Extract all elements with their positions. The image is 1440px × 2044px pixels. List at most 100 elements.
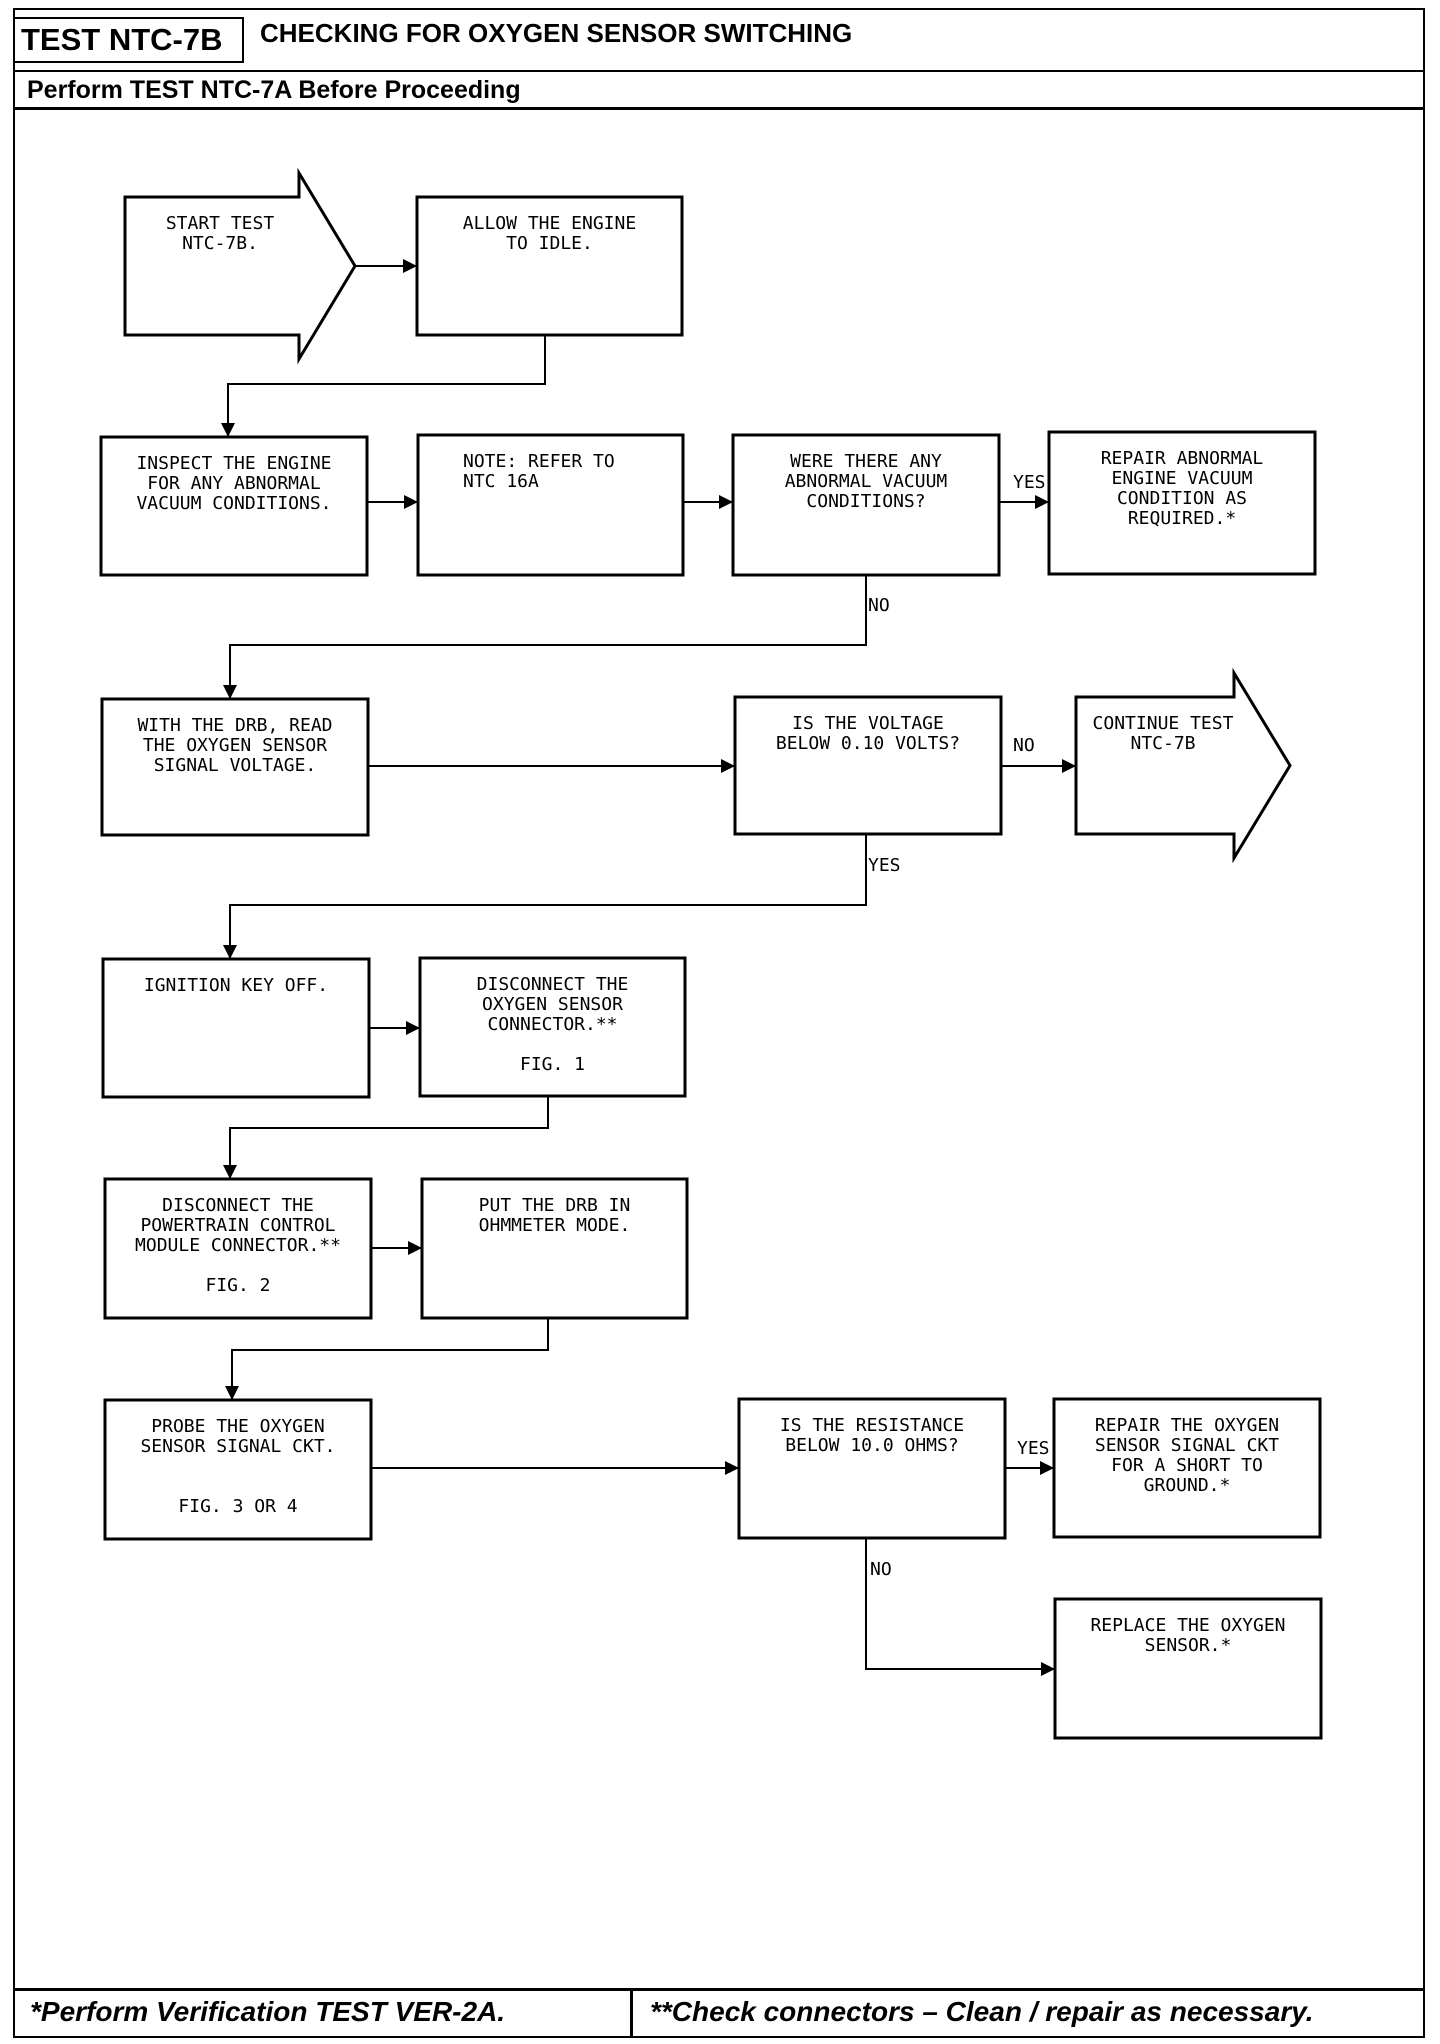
connector-arrow — [223, 834, 867, 959]
node-text-line: FIG. 3 OR 4 — [178, 1496, 297, 1517]
page-title: CHECKING FOR OXYGEN SENSOR SWITCHING — [260, 18, 853, 48]
node-box — [737, 1397, 1007, 1540]
node-text-line: WITH THE DRB, READ — [137, 715, 332, 736]
connector-arrow — [221, 335, 546, 437]
footer-divider — [13, 1988, 1425, 1991]
node-text-line: REQUIRED.* — [1128, 508, 1236, 529]
node-text-line: SIGNAL VOLTAGE. — [154, 755, 317, 776]
node-text-line: NTC-7B — [1130, 733, 1195, 754]
branch-label-no: NO — [870, 1559, 892, 1580]
node-box — [1053, 1597, 1323, 1740]
node-text-line: SENSOR.* — [1145, 1635, 1232, 1656]
node-text-line: POWERTRAIN CONTROL — [140, 1215, 335, 1236]
test-id-box: TEST NTC-7B — [13, 17, 244, 63]
node-box — [415, 195, 684, 337]
node-text-line: ABNORMAL VACUUM — [785, 471, 948, 492]
node-arrow-shape — [123, 167, 357, 365]
page-frame — [13, 8, 1425, 2038]
node-text-line: WERE THERE ANY — [790, 451, 942, 472]
node-box — [731, 433, 1001, 577]
node-text-line: REPAIR THE OXYGEN — [1095, 1415, 1279, 1436]
branch-label-yes: YES — [1017, 1438, 1050, 1459]
node-box — [418, 956, 687, 1098]
node-text-line: CONDITION AS — [1117, 488, 1247, 509]
node-text-line: GROUND.* — [1144, 1475, 1231, 1496]
node-text-line: FOR ANY ABNORMAL — [147, 473, 321, 494]
node-box — [100, 697, 370, 837]
node-text-line: ALLOW THE ENGINE — [463, 213, 636, 234]
node-text-line: CONTINUE TEST — [1093, 713, 1234, 734]
node-box — [101, 957, 371, 1099]
node-text-line: IS THE RESISTANCE — [780, 1415, 964, 1436]
branch-label-yes: YES — [1013, 472, 1046, 493]
node-text-line: TO IDLE. — [506, 233, 593, 254]
node-text-line: FIG. 2 — [205, 1275, 270, 1296]
footer-note-right: **Check connectors – Clean / repair as n… — [650, 1996, 1314, 2027]
branch-label-no: NO — [868, 595, 890, 616]
node-text-line: START TEST — [166, 213, 275, 234]
node-text-line: OHMMETER MODE. — [479, 1215, 631, 1236]
branch-label-no: NO — [1013, 735, 1035, 756]
node-box — [416, 433, 685, 577]
connector-arrow — [225, 1318, 549, 1400]
node-text-line: FIG. 1 — [520, 1054, 585, 1075]
node-text-line: DISCONNECT THE — [162, 1195, 314, 1216]
node-text-line: INSPECT THE ENGINE — [136, 453, 331, 474]
branch-label-yes: YES — [868, 855, 901, 876]
node-box — [420, 1177, 689, 1320]
node-text-line: VACUUM CONDITIONS. — [136, 493, 331, 514]
connector-arrow — [223, 575, 867, 699]
node-text-line: NTC-7B. — [182, 233, 258, 254]
node-text-line: SENSOR SIGNAL CKT — [1095, 1435, 1279, 1456]
node-text-line: MODULE CONNECTOR.** — [135, 1235, 341, 1256]
node-text-line: NTC 16A — [463, 471, 539, 492]
footer-note-left: *Perform Verification TEST VER-2A. — [30, 1996, 506, 2027]
node-text-line: PUT THE DRB IN — [479, 1195, 631, 1216]
node-text-line: REPAIR ABNORMAL — [1101, 448, 1264, 469]
node-text-line: OXYGEN SENSOR — [482, 994, 623, 1015]
node-text-line: IS THE VOLTAGE — [792, 713, 944, 734]
node-text-line: REPLACE THE OXYGEN — [1090, 1615, 1285, 1636]
node-ign-off: IGNITION KEY OFF. — [101, 957, 371, 1099]
footer-split — [630, 1988, 633, 2038]
node-text-line: THE OXYGEN SENSOR — [143, 735, 327, 756]
node-text-line: FOR A SHORT TO — [1111, 1455, 1263, 1476]
node-box — [1047, 430, 1317, 576]
node-text-line: ENGINE VACUUM — [1112, 468, 1253, 489]
node-text-line: CONDITIONS? — [806, 491, 925, 512]
node-text-line: DISCONNECT THE — [477, 974, 629, 995]
node-box — [733, 695, 1003, 836]
node-box — [103, 1398, 373, 1541]
header-divider — [13, 70, 1425, 72]
node-text-line: PROBE THE OXYGEN — [151, 1416, 324, 1437]
page-subtitle: Perform TEST NTC-7A Before Proceeding — [27, 76, 521, 104]
connector-arrow — [223, 1096, 549, 1179]
node-box — [99, 435, 369, 577]
node-box — [103, 1177, 373, 1320]
node-text-line: CONNECTOR.** — [487, 1014, 617, 1035]
node-box — [1052, 1397, 1322, 1539]
connector-arrow — [865, 1538, 1055, 1676]
node-arrow-shape — [1074, 667, 1292, 864]
node-text-line: SENSOR SIGNAL CKT. — [140, 1436, 335, 1457]
node-text-line: BELOW 10.0 OHMS? — [785, 1435, 958, 1456]
node-text-line: IGNITION KEY OFF. — [144, 975, 328, 996]
header-divider-bottom — [13, 107, 1425, 110]
node-text-line: NOTE: REFER TO — [463, 451, 615, 472]
